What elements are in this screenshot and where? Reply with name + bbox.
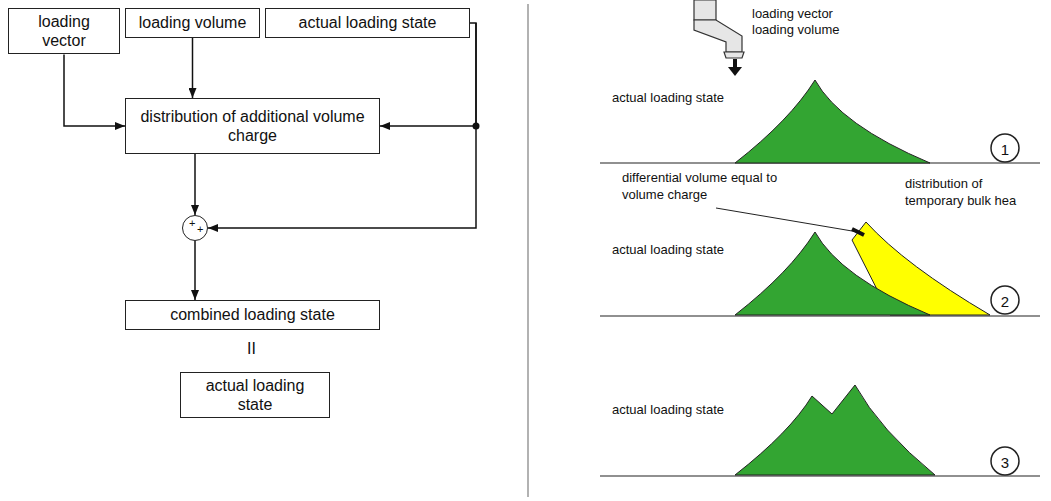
divider	[527, 4, 529, 497]
load-arrowhead	[728, 67, 742, 76]
output-box: actual loading state	[180, 372, 330, 418]
callout-circle	[991, 447, 1019, 475]
box-text: actual loading state	[187, 376, 323, 414]
leader-line	[716, 208, 858, 232]
input-box: loading volume	[125, 8, 260, 38]
output-box: combined loading state	[125, 300, 380, 330]
sign-symbol: +	[189, 218, 195, 229]
sign-symbol: +	[197, 224, 203, 235]
annotation: actual loading state	[612, 402, 752, 419]
input-box: actual loading state	[265, 8, 470, 38]
signal-arrow	[192, 38, 194, 98]
box-text: combined loading state	[170, 305, 335, 324]
callout-circle	[991, 134, 1019, 162]
bulk-pile	[735, 232, 930, 315]
signal-arrow	[194, 241, 196, 300]
signal-arrow	[380, 23, 476, 126]
annotation: loading vector	[752, 6, 872, 23]
ground-line	[600, 315, 1040, 316]
callout-number: 3	[990, 453, 1020, 473]
equals-sign: II	[247, 339, 267, 360]
annotation: loading volume	[752, 22, 872, 39]
leader-mark	[852, 229, 864, 235]
summing-junction: ++	[182, 215, 208, 241]
box-text: distribution of additional volume charge	[132, 107, 373, 145]
input-box: loading vector	[8, 8, 120, 54]
process-box: distribution of additional volume charge	[125, 98, 380, 154]
callout-circle	[991, 286, 1019, 314]
ground-line	[600, 475, 1040, 476]
box-text: loading vector	[15, 12, 113, 50]
bulk-pile	[735, 80, 930, 163]
box-text: loading volume	[139, 13, 247, 32]
annotation: distribution of temporary bulk hea	[905, 176, 1035, 210]
annotation: differential volume equal to volume char…	[622, 170, 787, 204]
signal-arrow	[64, 54, 125, 126]
load-arrow	[733, 59, 737, 68]
callout-number: 1	[990, 140, 1020, 160]
annotation: actual loading state	[612, 90, 752, 107]
loading-nozzle	[694, 0, 744, 58]
bulk-pile	[735, 385, 935, 475]
signal-arrow	[194, 154, 196, 215]
annotation: actual loading state	[612, 242, 752, 259]
box-text: actual loading state	[299, 13, 437, 32]
junction-dot	[473, 123, 480, 130]
callout-number: 2	[990, 292, 1020, 312]
